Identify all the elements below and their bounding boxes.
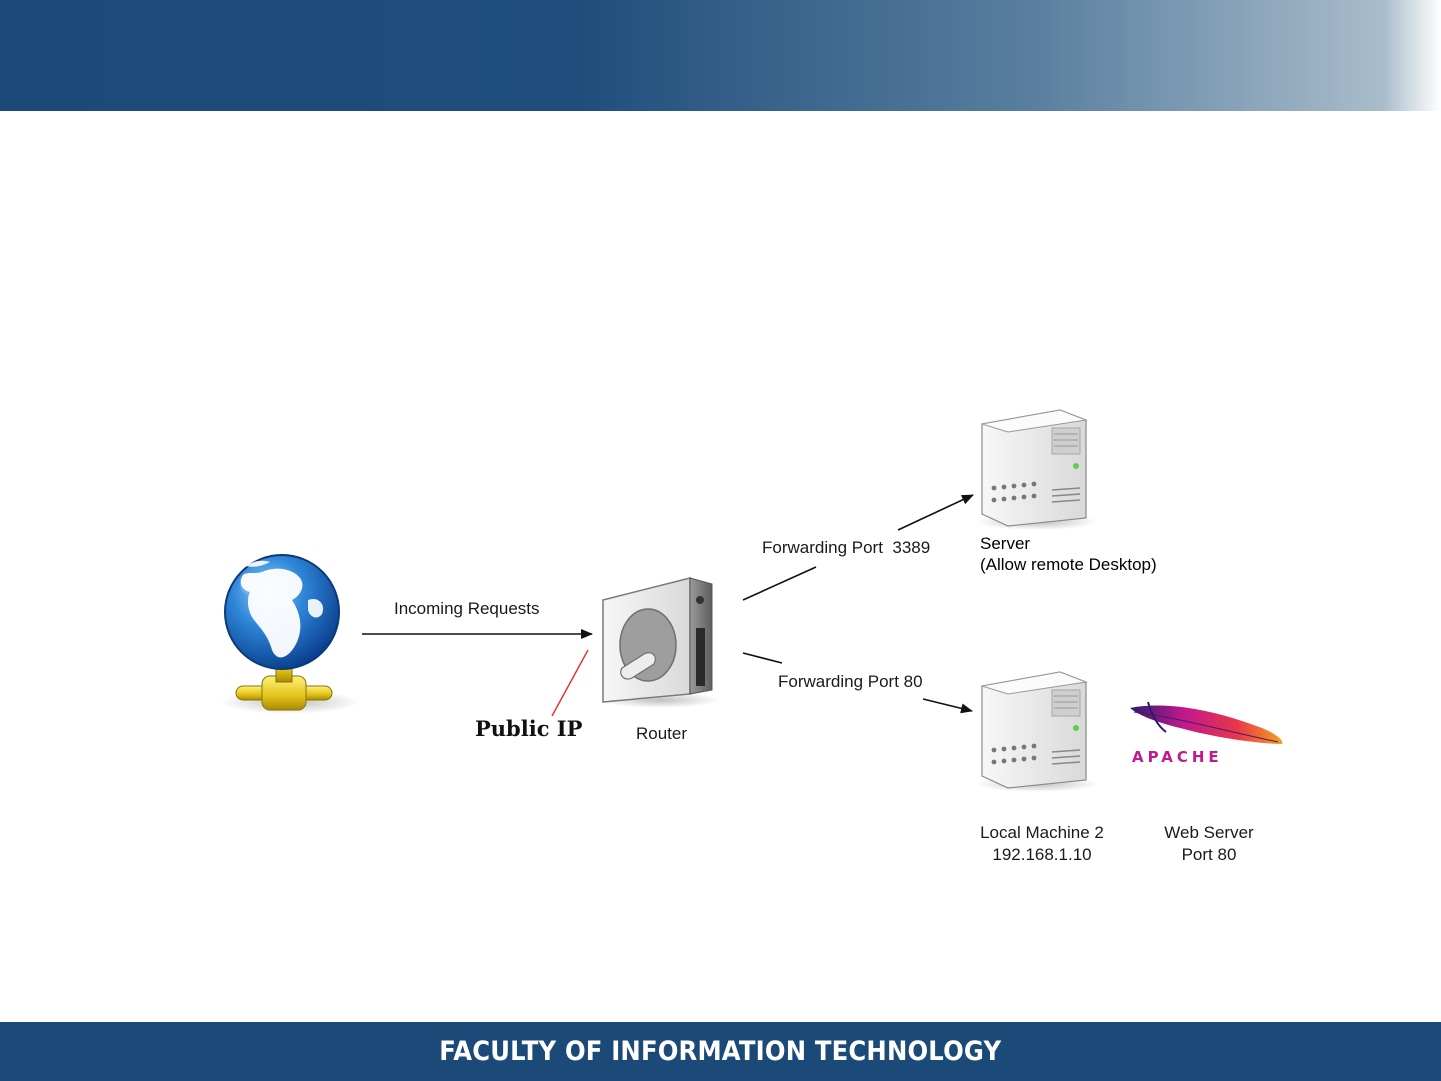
- router-icon: [600, 578, 720, 708]
- server-icon: [975, 672, 1099, 792]
- web-server-label: Web Server Port 80: [1139, 822, 1279, 866]
- globe-network-icon: [220, 555, 360, 714]
- local-machine-ip: 192.168.1.10: [962, 844, 1122, 866]
- public-ip-label: Public IP: [475, 716, 582, 741]
- forwarding-port-3389-label: Forwarding Port 3389: [762, 538, 930, 558]
- server-description: (Allow remote Desktop): [980, 554, 1157, 575]
- incoming-requests-label: Incoming Requests: [394, 599, 540, 619]
- local-machine-name: Local Machine 2: [962, 822, 1122, 844]
- footer-title: FACULTY OF INFORMATION TECHNOLOGY: [439, 1036, 1001, 1067]
- footer-banner: FACULTY OF INFORMATION TECHNOLOGY: [0, 1022, 1441, 1081]
- forwarding-port-80-label: Forwarding Port 80: [778, 672, 923, 692]
- apache-logo-text: APACHE: [1132, 748, 1223, 766]
- public-ip-pointer: [552, 650, 588, 716]
- web-server-port: Port 80: [1139, 844, 1279, 866]
- web-server-name: Web Server: [1139, 822, 1279, 844]
- server-icon: [975, 410, 1099, 530]
- server-name: Server: [980, 533, 1157, 554]
- server-label: Server (Allow remote Desktop): [980, 533, 1157, 575]
- local-machine-label: Local Machine 2 192.168.1.10: [962, 822, 1122, 866]
- router-label: Router: [636, 724, 687, 744]
- apache-feather-logo: APACHE: [1130, 702, 1282, 766]
